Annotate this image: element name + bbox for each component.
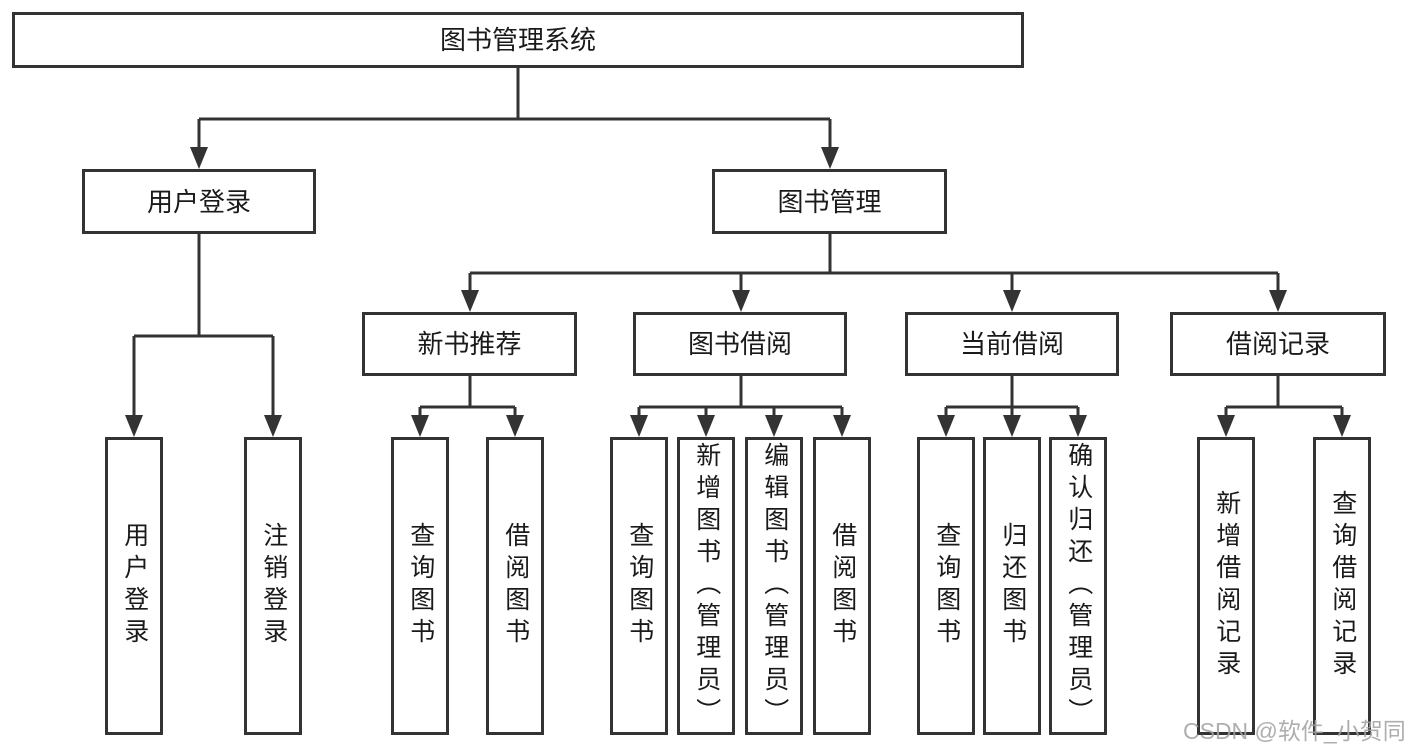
leaf-user-login-label: 用户登录 <box>120 522 149 650</box>
connector-userlogin-to-leaves <box>132 234 275 417</box>
leaf-return-book: 归还图书 <box>983 437 1041 735</box>
node-current-borrow-label: 当前借阅 <box>959 329 1064 359</box>
leaf-add-book-admin-label: 新增图书（管理员） <box>692 442 721 730</box>
csdn-watermark: CSDN @软件_小贺同学 <box>1183 718 1405 744</box>
node-current-borrow: 当前借阅 <box>905 312 1119 376</box>
leaf-recommend-borrow-book: 借阅图书 <box>486 437 544 735</box>
leaf-logout: 注销登录 <box>244 437 302 735</box>
leaf-add-book-admin: 新增图书（管理员） <box>677 437 735 735</box>
node-book-management: 图书管理 <box>712 169 947 234</box>
leaf-confirm-return-admin: 确认归还（管理员） <box>1049 437 1107 735</box>
connector-newrec-to-leaves <box>418 376 517 417</box>
connector-root-to-level2 <box>197 68 832 150</box>
arrowheads-g2 <box>411 415 524 437</box>
node-book-borrow-label: 图书借阅 <box>687 329 792 359</box>
leaf-add-borrow-record-label: 新增借阅记录 <box>1212 490 1241 682</box>
arrowheads-level2 <box>190 147 839 169</box>
leaf-add-borrow-record: 新增借阅记录 <box>1197 437 1255 735</box>
node-user-login: 用户登录 <box>82 169 316 234</box>
leaf-edit-book-admin-label: 编辑图书（管理员） <box>760 442 789 730</box>
arrowheads-level3 <box>461 290 1287 312</box>
node-root-label: 图书管理系统 <box>439 25 596 55</box>
node-user-login-label: 用户登录 <box>146 186 251 217</box>
leaf-confirm-return-admin-label: 确认归还（管理员） <box>1064 442 1093 730</box>
node-root: 图书管理系统 <box>12 12 1024 68</box>
leaf-borrow-book-label: 借阅图书 <box>828 522 857 650</box>
leaf-query-borrow-record-label: 查询借阅记录 <box>1328 490 1357 682</box>
leaf-edit-book-admin: 编辑图书（管理员） <box>745 437 803 735</box>
node-new-book-recommend-label: 新书推荐 <box>417 329 522 359</box>
leaf-return-book-label: 归还图书 <box>998 522 1027 650</box>
node-borrow-records-label: 借阅记录 <box>1225 329 1330 359</box>
leaf-borrow-query-book-label: 查询图书 <box>625 522 654 650</box>
node-new-book-recommend: 新书推荐 <box>362 312 577 376</box>
leaf-logout-label: 注销登录 <box>259 522 288 650</box>
connector-curborrow-to-leaves <box>944 376 1080 417</box>
leaf-recommend-borrow-book-label: 借阅图书 <box>501 522 530 650</box>
arrowheads-g1 <box>125 415 282 437</box>
connector-bookborrow-to-leaves <box>637 376 844 417</box>
leaf-borrow-book: 借阅图书 <box>813 437 871 735</box>
node-book-borrow: 图书借阅 <box>633 312 847 376</box>
leaf-query-borrow-record: 查询借阅记录 <box>1313 437 1371 735</box>
leaf-recommend-query-book-label: 查询图书 <box>406 522 435 650</box>
leaf-borrow-query-book: 查询图书 <box>610 437 668 735</box>
leaf-current-query-book-label: 查询图书 <box>932 522 961 650</box>
leaf-recommend-query-book: 查询图书 <box>391 437 449 735</box>
arrowheads-g3 <box>630 415 851 437</box>
arrowheads-g4 <box>937 415 1087 437</box>
node-borrow-records: 借阅记录 <box>1170 312 1386 376</box>
connector-records-to-leaves <box>1224 376 1344 417</box>
leaf-current-query-book: 查询图书 <box>917 437 975 735</box>
node-book-management-label: 图书管理 <box>777 186 882 217</box>
arrowheads-g5 <box>1217 415 1351 437</box>
connector-bookmgmt-to-level3 <box>468 234 1280 292</box>
leaf-user-login: 用户登录 <box>105 437 163 735</box>
